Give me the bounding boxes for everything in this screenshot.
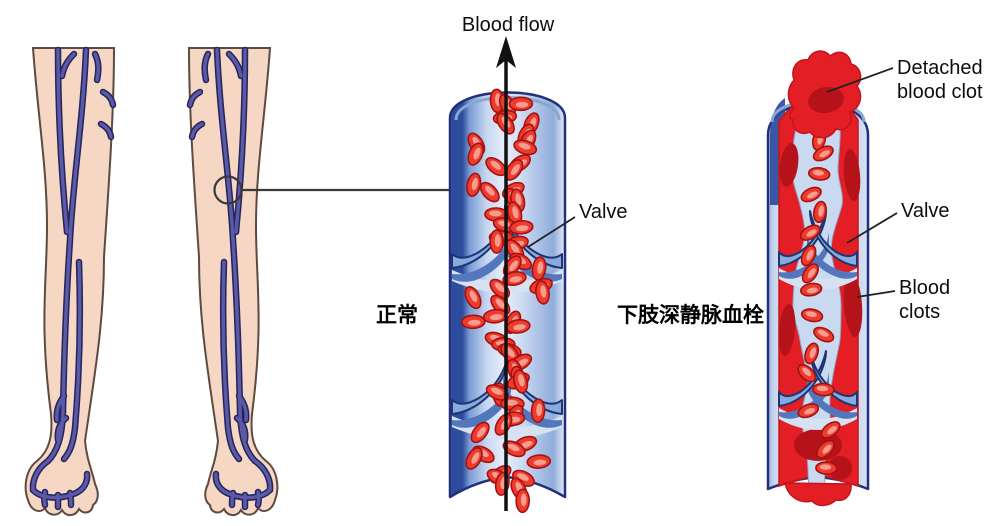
leg-vein bbox=[60, 52, 76, 78]
red-blood-cell bbox=[800, 282, 823, 297]
pointer-line-valve-dvt bbox=[846, 212, 898, 244]
red-blood-cell bbox=[799, 224, 821, 241]
leg-vein bbox=[55, 394, 66, 422]
red-blood-cell bbox=[807, 167, 831, 181]
leg-vein bbox=[256, 490, 261, 507]
red-blood-cell bbox=[812, 382, 835, 397]
red-blood-cell bbox=[461, 314, 486, 330]
pointer-line-valve-normal bbox=[527, 216, 576, 248]
blood-clots-label: Blood clots bbox=[899, 277, 951, 324]
red-blood-cell bbox=[502, 270, 527, 287]
valve-label-dvt: Valve bbox=[901, 200, 950, 222]
red-blood-cell bbox=[813, 200, 827, 224]
leg-vein bbox=[202, 52, 210, 82]
red-blood-cell bbox=[531, 256, 547, 281]
leg-vein bbox=[188, 90, 202, 107]
leg-vein bbox=[235, 416, 247, 442]
red-blood-cell bbox=[797, 403, 820, 419]
blood-flow-label: Blood flow bbox=[461, 14, 555, 36]
dark-clot-patch bbox=[778, 304, 796, 356]
leg-vein bbox=[56, 48, 69, 234]
leg-vein bbox=[214, 459, 272, 500]
pointer-line-detached-clot bbox=[826, 67, 894, 93]
leg-vein bbox=[99, 122, 113, 139]
red-blood-cell bbox=[815, 461, 838, 475]
red-blood-cell bbox=[820, 421, 841, 439]
red-blood-cell bbox=[513, 139, 538, 156]
leg-vein bbox=[62, 260, 82, 461]
red-blood-cell bbox=[464, 286, 482, 310]
red-blood-cell bbox=[502, 440, 526, 458]
leg-vein bbox=[215, 48, 257, 463]
red-blood-cell bbox=[507, 201, 523, 226]
red-blood-cell bbox=[467, 142, 484, 166]
leg-vein bbox=[237, 394, 248, 422]
leg-vein bbox=[234, 48, 247, 234]
red-blood-cell bbox=[812, 145, 834, 162]
red-blood-cell bbox=[797, 363, 817, 383]
valve-label-normal: Valve bbox=[579, 201, 628, 223]
red-blood-cell bbox=[479, 181, 500, 203]
detached-blood-clot-label: Detached blood clot bbox=[897, 57, 983, 104]
red-blood-cell bbox=[470, 421, 490, 444]
red-blood-cell bbox=[465, 446, 483, 470]
red-blood-cell bbox=[489, 229, 505, 254]
normal-section-title: 正常 bbox=[376, 304, 418, 327]
legs-illustration bbox=[24, 46, 452, 517]
red-blood-cell bbox=[804, 342, 820, 365]
leg-vein bbox=[68, 491, 73, 507]
leg-vein bbox=[31, 459, 89, 500]
normal-vein-illustration bbox=[448, 36, 567, 514]
red-blood-cell bbox=[813, 326, 835, 343]
red-blood-cell bbox=[504, 159, 524, 181]
red-blood-cell bbox=[800, 244, 817, 267]
pointer-line-blood-clots bbox=[856, 290, 896, 298]
red-blood-cell bbox=[535, 280, 550, 305]
leg-vein bbox=[46, 48, 88, 463]
red-blood-cell bbox=[800, 308, 824, 323]
dark-clot-patch bbox=[843, 273, 863, 337]
red-blood-cell bbox=[509, 219, 534, 235]
red-blood-cell bbox=[800, 186, 822, 203]
dark-clot-patch bbox=[808, 86, 844, 114]
dvt-section-title: 下肢深静脉血栓 bbox=[617, 304, 764, 327]
leg-vein bbox=[42, 490, 47, 507]
leg-vein bbox=[230, 491, 235, 507]
red-blood-cell bbox=[530, 398, 546, 423]
rbc-group-dvt bbox=[797, 111, 841, 475]
red-blood-cell bbox=[515, 488, 531, 514]
red-blood-cell bbox=[508, 96, 534, 112]
leg-vein bbox=[101, 90, 115, 107]
leg-vein bbox=[56, 416, 68, 442]
dark-clot-patch bbox=[779, 143, 799, 187]
leg-vein bbox=[227, 52, 243, 78]
zoom-annotation-circle bbox=[213, 175, 243, 205]
leg-vein bbox=[221, 260, 241, 461]
red-blood-cell bbox=[526, 454, 552, 469]
leg-vein bbox=[190, 122, 204, 139]
red-blood-cell bbox=[513, 369, 529, 394]
leg-vein bbox=[93, 52, 101, 82]
dark-clot-patch bbox=[843, 149, 861, 201]
red-blood-cell bbox=[801, 263, 819, 284]
dark-clot-patch bbox=[828, 456, 852, 480]
blood-flow-arrowhead bbox=[496, 36, 516, 68]
dvt-vein-illustration bbox=[766, 50, 870, 507]
hanging-clot bbox=[784, 482, 852, 507]
leg-veins bbox=[29, 46, 274, 511]
